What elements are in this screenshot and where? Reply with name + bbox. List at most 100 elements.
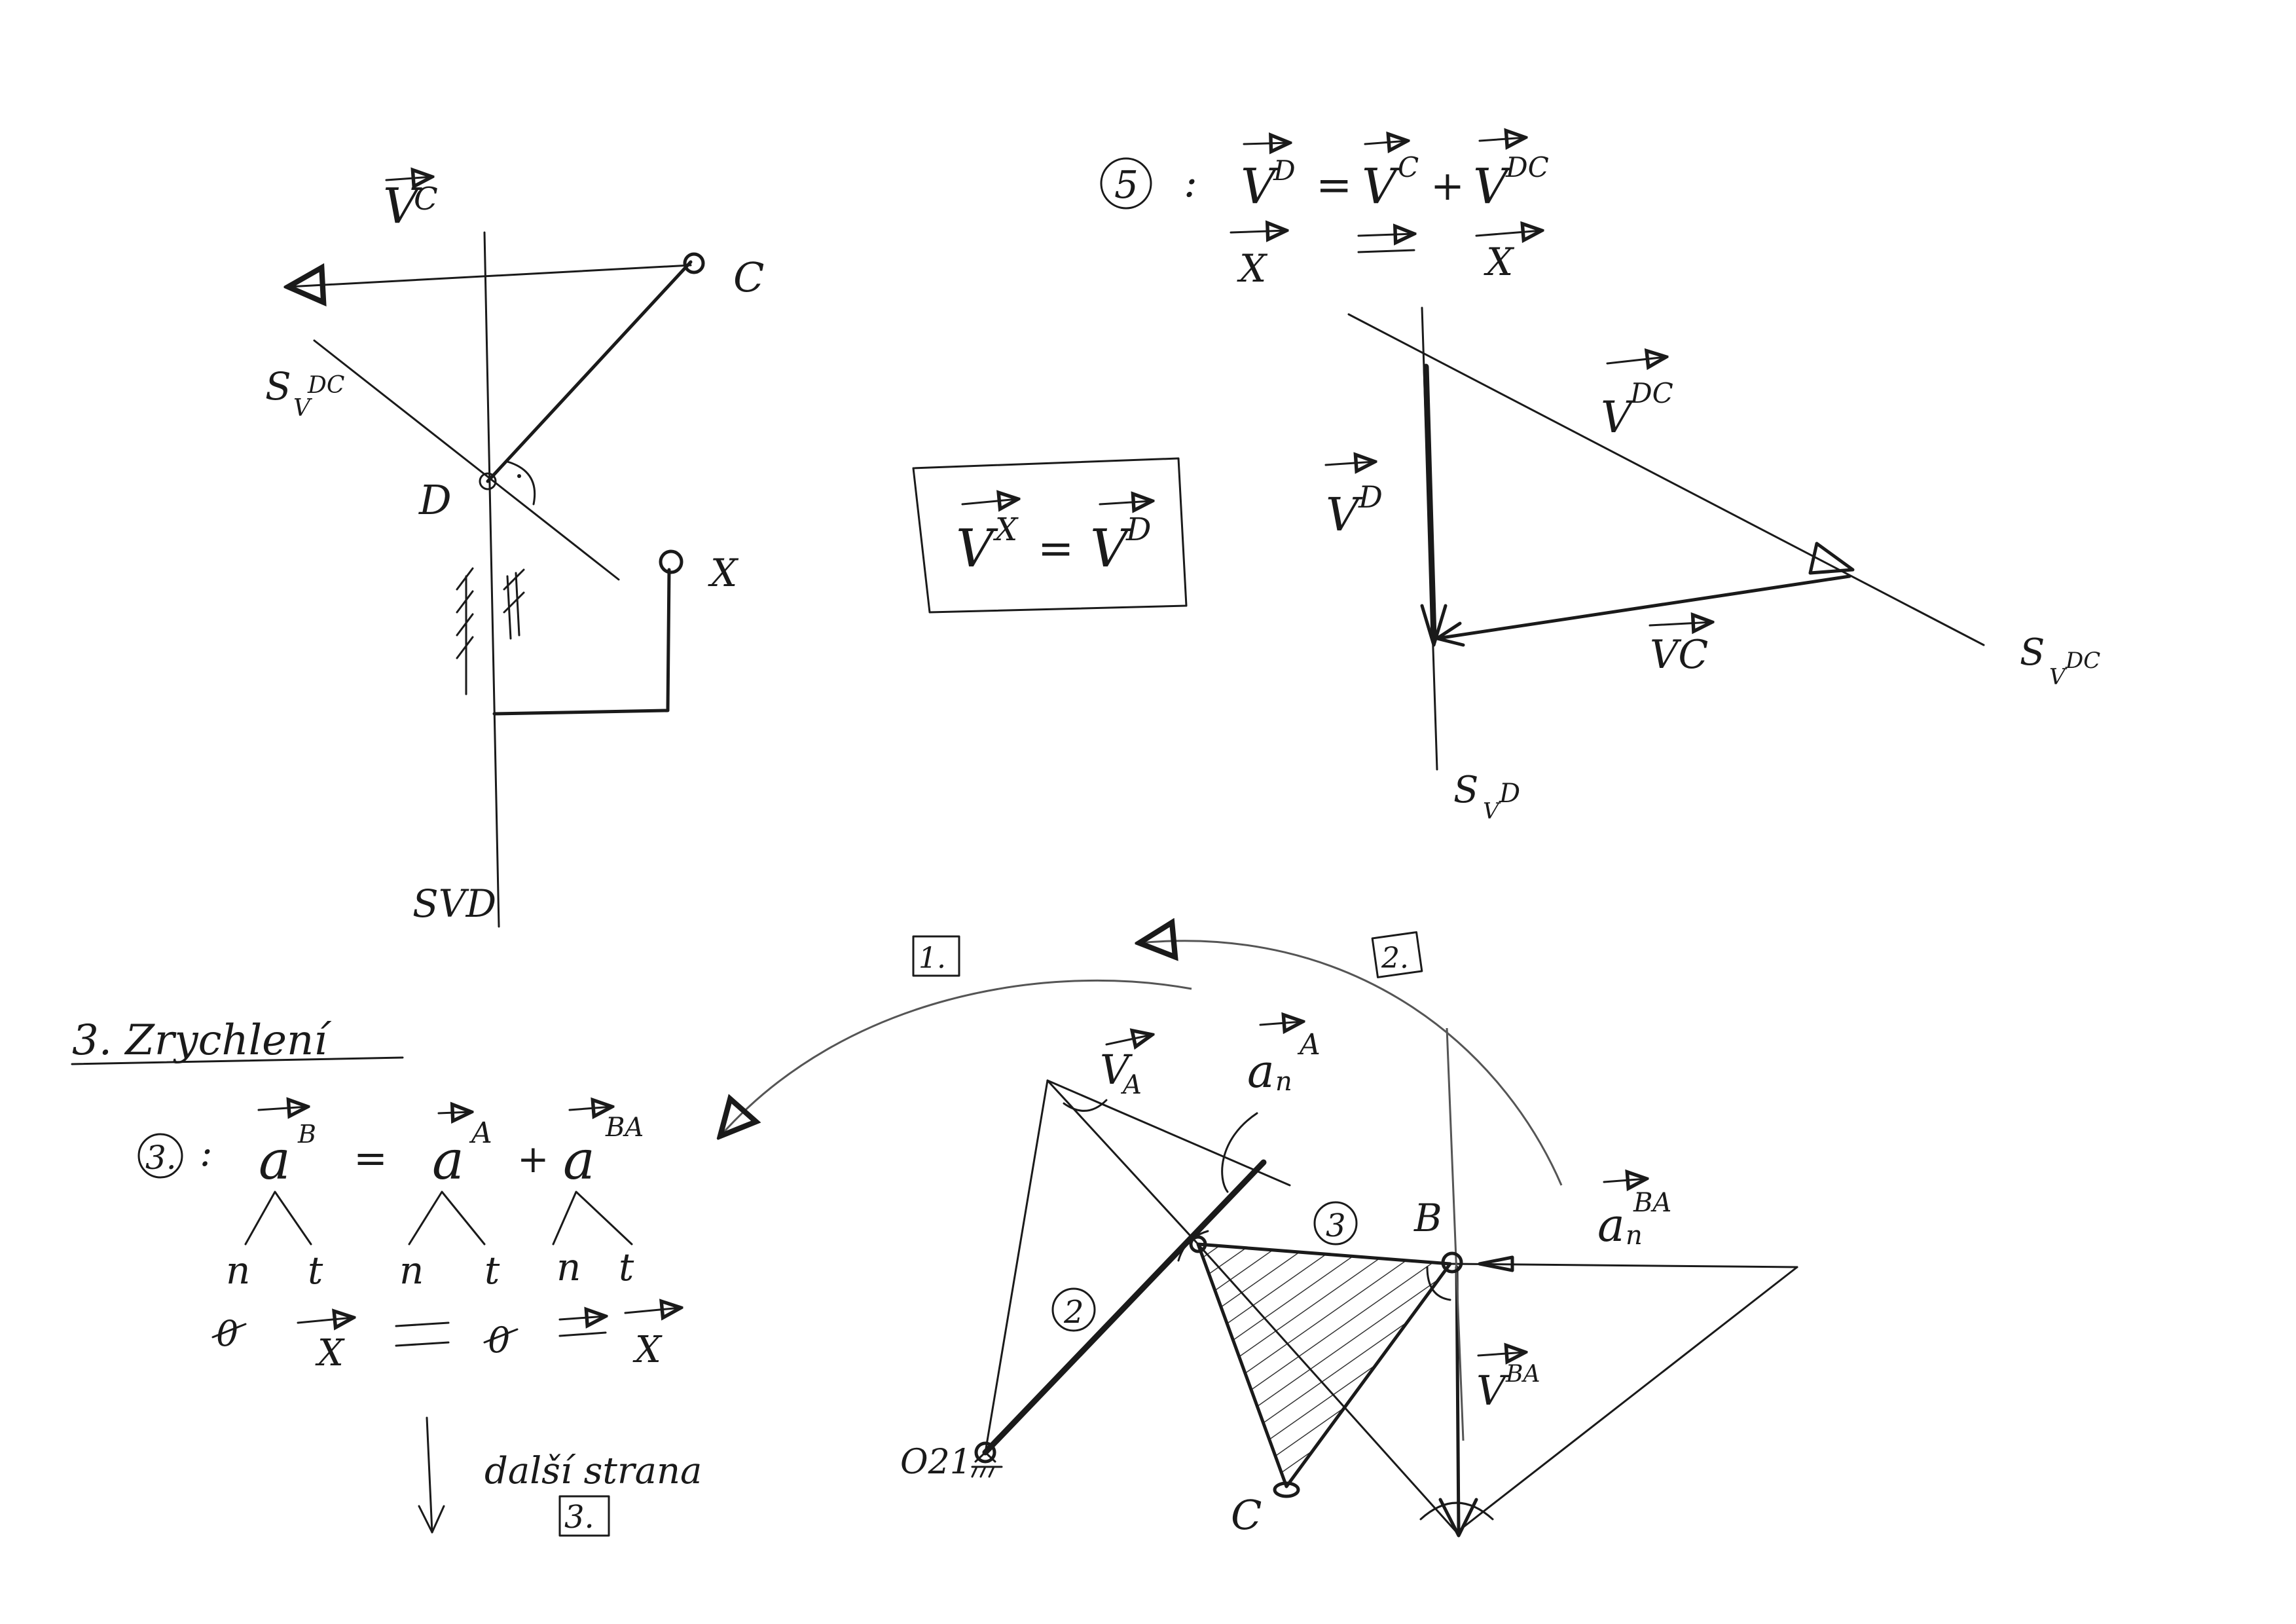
- eq-plus: +: [1430, 162, 1465, 210]
- vba-over-arrow: [1477, 1352, 1525, 1356]
- label-point-x: X: [708, 551, 739, 595]
- frame-link: [492, 568, 671, 716]
- label-vd: V: [1326, 488, 1363, 542]
- next-page-arrow: [426, 1416, 433, 1534]
- vdc-over-arrow: [1606, 357, 1666, 363]
- label-vd-sup: D: [1358, 479, 1383, 515]
- next-page-arrowhead: [418, 1505, 445, 1534]
- label-svdc-2-sub: V: [2049, 664, 2068, 690]
- x1-arrow: [297, 1318, 354, 1323]
- n1: n: [226, 1248, 250, 1293]
- t2: t: [484, 1248, 500, 1293]
- label-svdc-2-sup: DC: [2065, 648, 2100, 674]
- label-vc-2: VC: [1650, 632, 1708, 678]
- right-angle-dot: [517, 474, 521, 478]
- line-apex-tangent: [1046, 1079, 1291, 1187]
- next-page-num: 3.: [564, 1499, 594, 1536]
- joint-o21: [974, 1441, 996, 1464]
- zero-2-strike: [483, 1328, 519, 1344]
- angle-mark-b: [1426, 1266, 1451, 1301]
- row2-parallel: [1357, 249, 1415, 253]
- label-vc-sup: C: [414, 181, 438, 217]
- ana-leader: [1221, 1112, 1258, 1193]
- t3: t: [619, 1245, 634, 1289]
- line-apex-o21: [984, 1079, 1049, 1454]
- mech-label-1: 1.: [919, 942, 946, 975]
- eq-vdc-arrow: [1478, 138, 1525, 141]
- row2-arrow-3: [1475, 231, 1542, 236]
- eq-vc-arrow: [1364, 141, 1408, 144]
- label-svd-2: S: [1453, 769, 1478, 811]
- eq3-a3-arrow: [568, 1107, 612, 1110]
- diagram-velocity-polygon: 5 : V D = V C + V DC X X V DC V D: [1100, 138, 2100, 824]
- vba-vector: [1455, 1265, 1461, 1534]
- angle-mark-a: [1177, 1230, 1209, 1262]
- joint-c: [683, 252, 705, 274]
- label-va-sub: A: [1120, 1070, 1142, 1100]
- right-angle-mark: [506, 460, 536, 506]
- eq-colon: :: [1184, 158, 1197, 206]
- branch-3: [552, 1190, 633, 1246]
- box-label-2: [1371, 931, 1423, 978]
- va-over-arrow: [1105, 1035, 1152, 1044]
- joint-c-mech: [1273, 1481, 1300, 1498]
- next-page-box: [558, 1495, 610, 1537]
- circled-link-2: [1051, 1287, 1096, 1332]
- eq3-a1-sup: B: [297, 1120, 316, 1149]
- eq-vd-arrow: [1243, 143, 1290, 144]
- line-a-bottom: [1197, 1243, 1458, 1534]
- mech-label-2: 2.: [1381, 942, 1409, 975]
- branch-1: [244, 1190, 312, 1246]
- x2: X: [632, 1329, 663, 1371]
- label-vdc-sup: DC: [1630, 377, 1673, 409]
- hatched-link-3: [1198, 1244, 1450, 1486]
- link-3-outline: [1196, 1242, 1452, 1488]
- label-link-3: 3: [1326, 1208, 1346, 1244]
- eq-vc: V: [1362, 158, 1401, 215]
- label-vdc: V: [1601, 392, 1636, 443]
- label-svd-2-sub: V: [1483, 798, 1501, 824]
- vc-arrowhead-2: [1435, 621, 1465, 647]
- row2-x2: X: [1484, 240, 1515, 284]
- vc-over-arrow-2: [1649, 622, 1712, 625]
- joint-b: [1441, 1251, 1463, 1274]
- label-o21: O21: [900, 1443, 972, 1482]
- box-lhs-arrow: [961, 499, 1018, 504]
- label-svd-2-sup: D: [1499, 779, 1520, 809]
- angle-mark-apex: [1063, 1099, 1108, 1112]
- eq3-a1: a: [259, 1130, 291, 1192]
- vd-over-arrow: [1324, 462, 1375, 465]
- box-equals: =: [1038, 523, 1074, 574]
- ground-support-o21: [971, 1451, 1003, 1478]
- eq3-number: 3.: [145, 1139, 177, 1177]
- line-bottom-right: [1455, 1266, 1798, 1534]
- eq3-colon: :: [200, 1130, 213, 1175]
- label-vba-sup: BA: [1505, 1361, 1540, 1388]
- box-label-1: [912, 935, 960, 977]
- parallel-1b: [395, 1341, 450, 1347]
- eq-vc-sup: C: [1398, 151, 1419, 183]
- row2-x1: X: [1237, 246, 1268, 291]
- vc-vector: [288, 265, 692, 287]
- svdc-line-2: [1347, 313, 1985, 646]
- n3: n: [556, 1245, 581, 1289]
- parallel-2b: [558, 1331, 607, 1337]
- label-point-c: C: [733, 253, 764, 301]
- circled-3: [137, 1133, 183, 1179]
- next-page-text: další strana: [484, 1450, 702, 1492]
- label-svdc-2: S: [2020, 631, 2045, 674]
- vd-vector: [1423, 363, 1437, 642]
- parallel-1a: [395, 1321, 450, 1327]
- n2: n: [399, 1248, 424, 1293]
- label-ana: a: [1247, 1044, 1275, 1098]
- box-lhs-sup: X: [993, 511, 1019, 548]
- eq-vd: V: [1241, 158, 1280, 215]
- link-dc: [486, 260, 693, 483]
- eq-number: 5: [1114, 162, 1139, 207]
- zero-1-strike: [211, 1323, 247, 1338]
- vc-over-arrow: [385, 177, 432, 180]
- row2-arrow-1: [1230, 231, 1286, 232]
- eq3-plus: +: [517, 1137, 549, 1181]
- eq3-a2-sup: A: [469, 1116, 492, 1150]
